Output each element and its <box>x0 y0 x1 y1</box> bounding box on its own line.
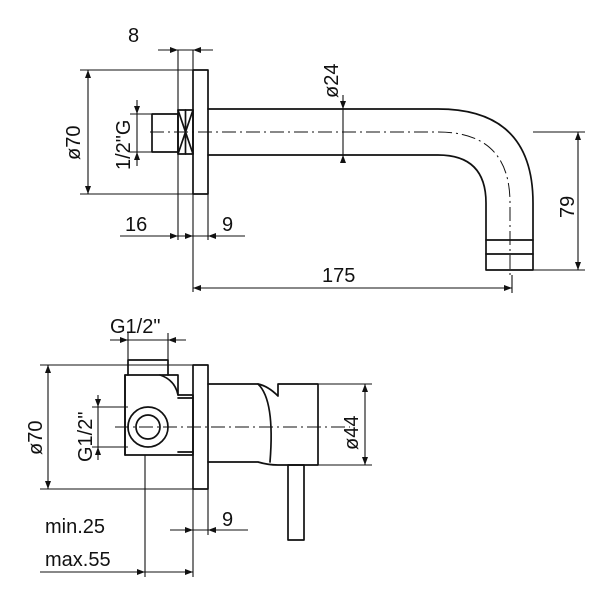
dim-depth-min: min.25 <box>45 516 105 538</box>
mixer-handle-body <box>207 383 319 466</box>
dim-flange-diameter-bottom: ø70 <box>25 421 47 455</box>
dim-handle-diameter: ø44 <box>341 416 363 450</box>
mixer-dimensions: G1/2" ø70 G1/2" ø44 9 min.25 <box>25 316 372 577</box>
dim-wall-offset-bottom: 9 <box>222 509 233 531</box>
dim-thread-size: 1/2"G <box>113 120 135 170</box>
dim-inlet-top: G1/2" <box>110 316 160 338</box>
mixer-side-view <box>115 359 350 541</box>
dim-drop-height: 79 <box>557 196 579 218</box>
spout-pipe <box>207 108 534 241</box>
dim-inlet-side: G1/2" <box>75 412 97 462</box>
dim-depth-max: max.55 <box>45 549 111 571</box>
mixer-lever <box>287 464 305 541</box>
dim-spout-diameter: ø24 <box>321 64 343 98</box>
mixer-top-inlet <box>127 359 169 376</box>
spout-side-view <box>150 69 534 275</box>
spout-dimensions: 8 ø24 ø70 1/2"G 79 16 <box>63 25 585 293</box>
dim-body-depth: 16 <box>125 214 147 236</box>
dim-spout-length: 175 <box>322 265 355 287</box>
dim-wall-offset-top: 9 <box>222 214 233 236</box>
spout-thread-connector <box>151 113 179 153</box>
dim-flange-thickness: 8 <box>128 25 139 47</box>
spout-center-line <box>150 131 511 275</box>
dim-flange-diameter-top: ø70 <box>63 126 85 160</box>
